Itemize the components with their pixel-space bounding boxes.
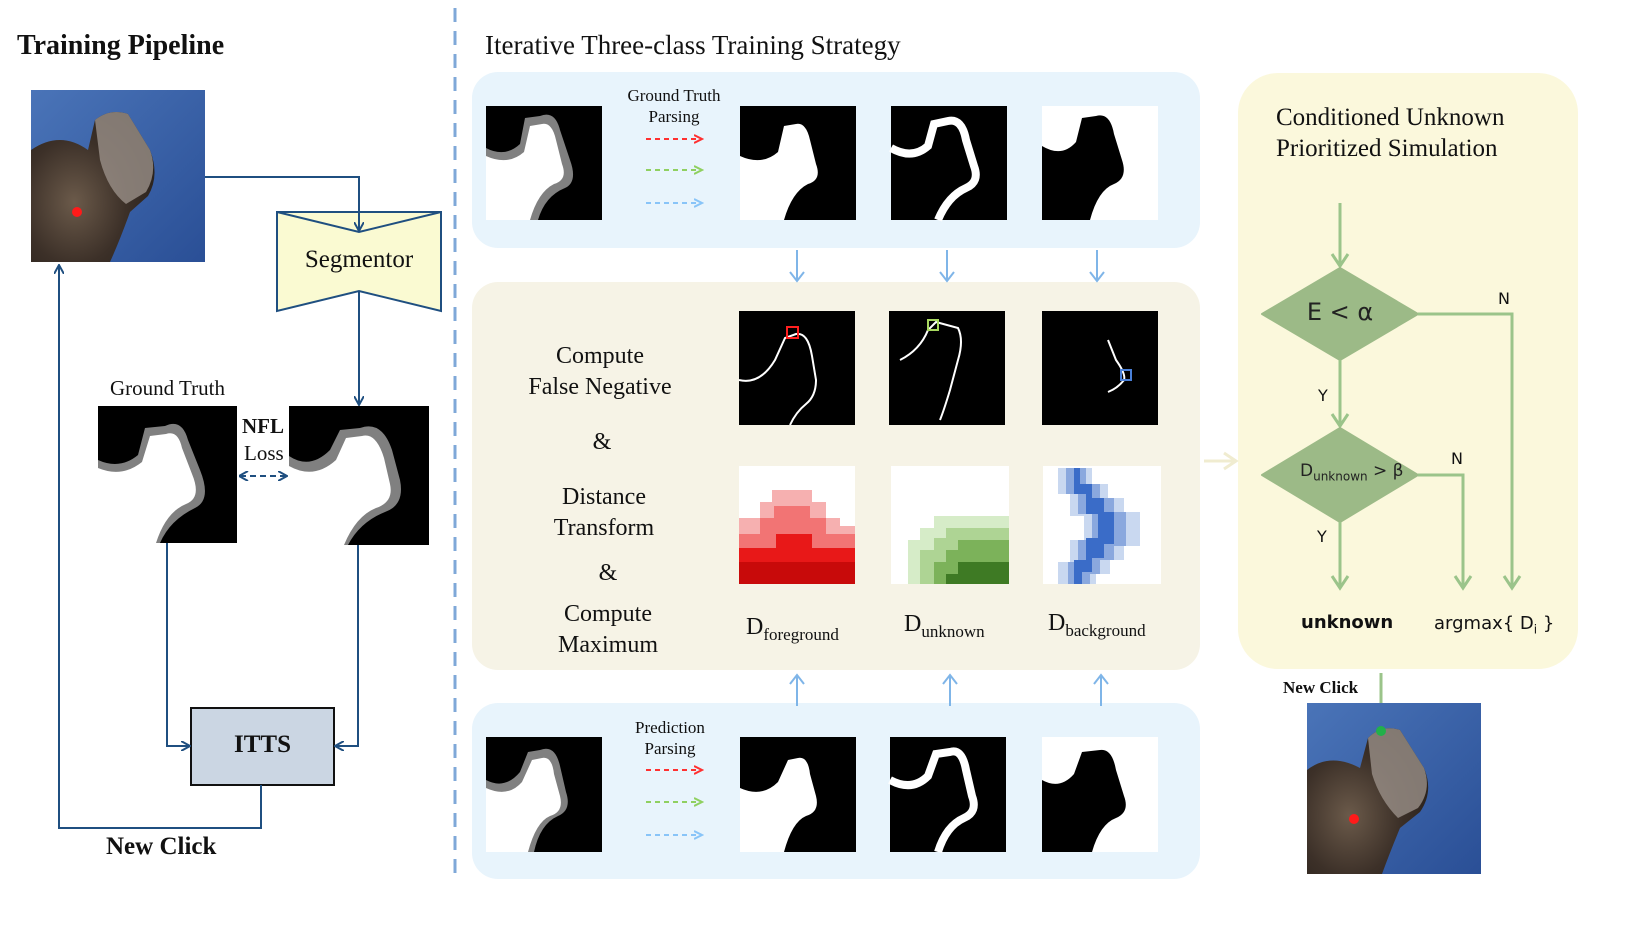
pred-overlay-mask — [486, 737, 602, 852]
no-label-2: N — [1451, 449, 1463, 468]
input-animal-photo — [31, 90, 205, 262]
no-label-1: N — [1498, 289, 1510, 308]
pred-parsing-label-1: Prediction — [635, 718, 705, 737]
argmax-sub: i — [1533, 622, 1538, 637]
gt-parsing-label-1: Ground Truth — [627, 86, 721, 105]
itts-label: ITTS — [234, 731, 291, 758]
argmax-end: } — [1537, 613, 1555, 634]
pred-unknown-mask — [888, 737, 1006, 854]
pred-parsing-label-2: Parsing — [644, 739, 696, 758]
fn-unknown-map — [889, 311, 1005, 425]
output-unknown: unknown — [1301, 612, 1394, 633]
distance-line2: Transform — [553, 515, 655, 541]
compute-fn-line2: False Negative — [528, 374, 672, 400]
dist-unknown-map — [891, 466, 1009, 584]
dist-foreground-map — [739, 466, 855, 584]
d-unknown-label: Dunknown — [904, 611, 985, 642]
gt-unknown-mask — [889, 106, 1007, 222]
new-click-label-left: New Click — [106, 833, 217, 860]
fn-foreground-map — [738, 311, 855, 426]
argmax-text: argmax{ D — [1434, 613, 1534, 634]
new-click-label-right: New Click — [1283, 678, 1359, 697]
gt-background-mask — [1042, 106, 1158, 220]
itts-title: Iterative Three-class Training Strategy — [485, 30, 901, 60]
cups-panel — [1238, 73, 1578, 669]
distance-line1: Distance — [562, 484, 646, 510]
ampersand-1: & — [592, 429, 612, 455]
d-symbol: D — [746, 614, 764, 640]
gt-foreground-mask — [740, 106, 856, 220]
gt-parsing-label-2: Parsing — [648, 107, 700, 126]
nfl-label: NFL — [242, 414, 284, 438]
d-symbol: D — [904, 611, 922, 637]
dist-background-map — [1043, 466, 1161, 584]
loss-label: Loss — [244, 441, 284, 465]
segmentor-label: Segmentor — [304, 246, 414, 273]
compute-fn-line1: Compute — [556, 343, 644, 369]
d-unknown-sub: unknown — [921, 621, 985, 641]
d-symbol: D — [1048, 610, 1066, 636]
condition-1-text: E < α — [1306, 298, 1374, 326]
d-foreground-sub: foreground — [763, 624, 839, 644]
cond2-sub: unknown — [1313, 469, 1368, 484]
pred-background-mask — [1042, 737, 1158, 852]
cond2-d: D — [1300, 461, 1314, 481]
ground-truth-mask — [98, 406, 237, 543]
ampersand-2: & — [598, 560, 618, 586]
output-argmax: argmax{ Di } — [1434, 613, 1554, 637]
cups-title-2: Prioritized Simulation — [1276, 135, 1498, 162]
fn-background-map — [1042, 311, 1158, 425]
gt-overlay-mask — [486, 106, 602, 220]
yes-label-2: Y — [1317, 527, 1327, 546]
d-background-label: Dbackground — [1048, 610, 1146, 641]
prediction-mask — [289, 406, 429, 545]
cond2-rest: > β — [1367, 461, 1404, 481]
d-background-sub: background — [1065, 620, 1146, 640]
training-pipeline-title: Training Pipeline — [17, 30, 225, 61]
cups-title-1: Conditioned Unknown — [1276, 104, 1505, 131]
yes-label-1: Y — [1318, 386, 1328, 405]
condition-2-text: Dunknown > β — [1300, 461, 1404, 483]
d-foreground-label: Dforeground — [746, 614, 839, 645]
segmentor-block — [276, 211, 442, 313]
output-animal-photo — [1307, 703, 1481, 874]
compute-max-line1: Compute — [564, 601, 652, 627]
ground-truth-label: Ground Truth — [110, 376, 225, 400]
pred-foreground-mask — [740, 737, 856, 852]
compute-max-line2: Maximum — [558, 632, 658, 658]
